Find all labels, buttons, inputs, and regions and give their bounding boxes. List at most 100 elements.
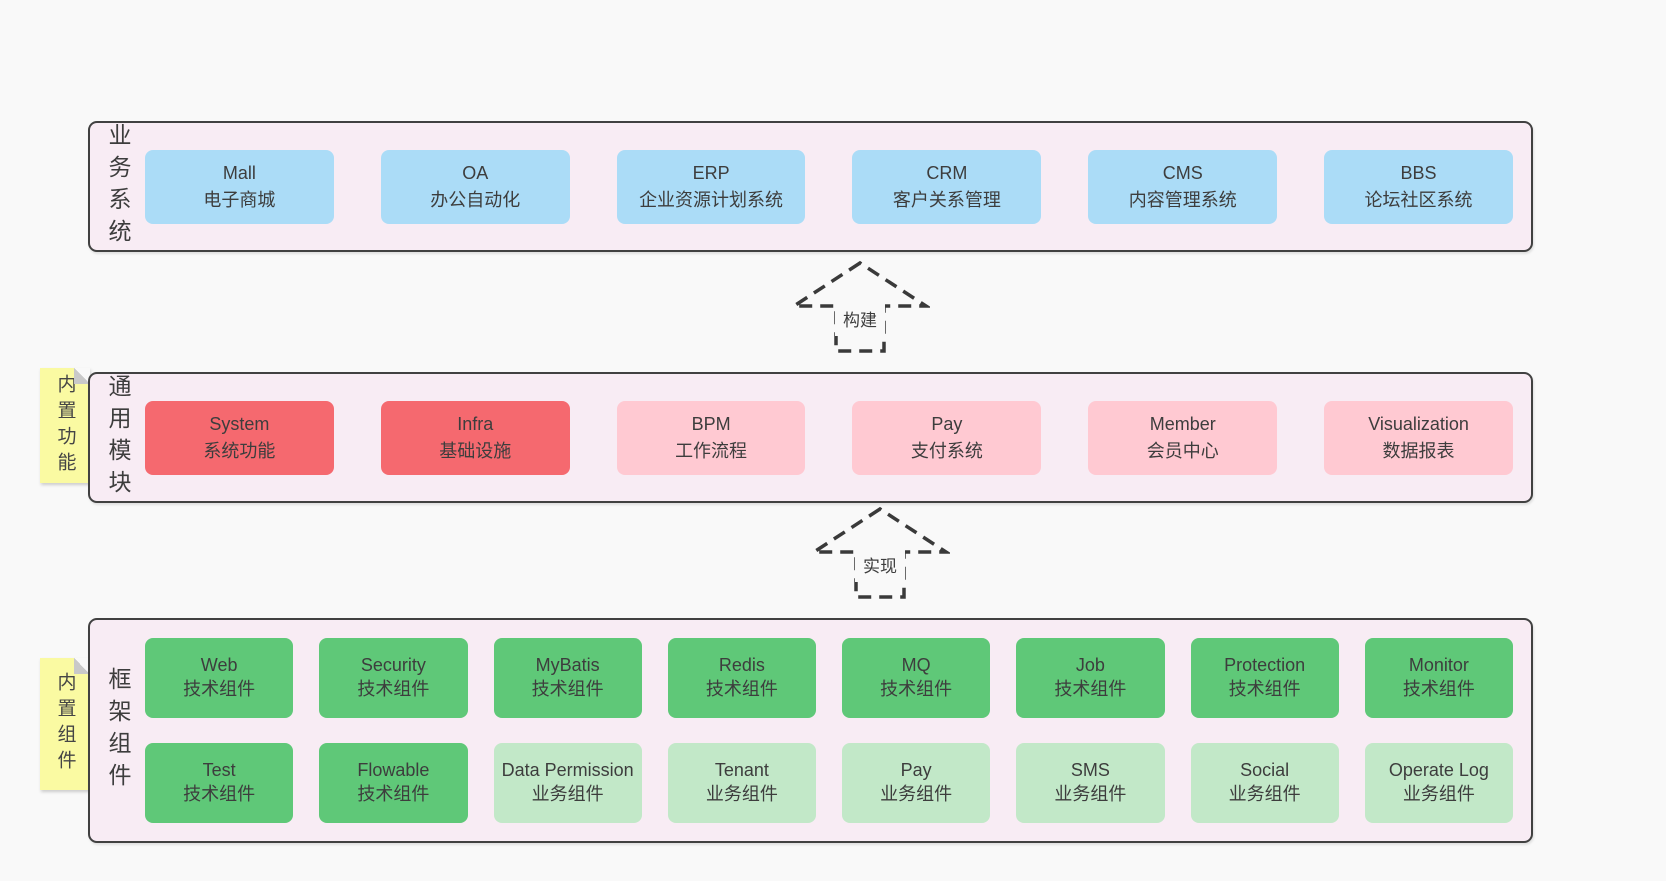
box-data-permission: Data Permission 业务组件 bbox=[493, 743, 642, 823]
box-subtitle: 办公自动化 bbox=[430, 189, 521, 210]
box-mq: MQ 技术组件 bbox=[842, 638, 991, 718]
sticky-builtin-components: 内置组件 bbox=[40, 658, 90, 790]
box-title: Test bbox=[202, 760, 236, 781]
side-label-framework-components: 框架组件 bbox=[105, 666, 131, 795]
box-pay-business: Pay 业务组件 bbox=[842, 743, 991, 823]
box-redis: Redis 技术组件 bbox=[667, 638, 816, 718]
box-subtitle: 业务组件 bbox=[1054, 784, 1127, 804]
up-arrow-icon: 构建 bbox=[788, 260, 932, 353]
sticky-builtin-components-label: 内置组件 bbox=[54, 672, 76, 776]
box-subtitle: 客户关系管理 bbox=[892, 189, 1001, 210]
box-title: BPM bbox=[691, 414, 731, 435]
side-label-business-systems: 业务系统 bbox=[105, 122, 131, 251]
box-subtitle: 业务组件 bbox=[1228, 784, 1301, 804]
box-title: Member bbox=[1149, 414, 1216, 435]
box-title: CRM bbox=[926, 163, 968, 184]
box-subtitle: 内容管理系统 bbox=[1128, 189, 1237, 210]
box-oa: OA 办公自动化 bbox=[380, 149, 570, 224]
panel-business-systems: 业务系统 Mall 电子商城 OA 办公自动化 ERP 企业资源计划系统 CRM… bbox=[88, 121, 1533, 252]
box-subtitle: 业务组件 bbox=[880, 784, 953, 804]
box-subtitle: 技术组件 bbox=[357, 679, 430, 699]
box-subtitle: 工作流程 bbox=[675, 440, 748, 461]
box-title: Tenant bbox=[714, 760, 769, 781]
box-flowable: Flowable 技术组件 bbox=[319, 743, 468, 823]
arrow-implement: 实现 bbox=[808, 506, 952, 605]
box-subtitle: 系统功能 bbox=[203, 440, 276, 461]
business-row: Mall 电子商城 OA 办公自动化 ERP 企业资源计划系统 CRM 客户关系… bbox=[145, 149, 1513, 224]
box-cms: CMS 内容管理系统 bbox=[1088, 149, 1278, 224]
box-title: Security bbox=[360, 655, 426, 676]
box-crm: CRM 客户关系管理 bbox=[852, 149, 1042, 224]
folded-corner-icon bbox=[74, 368, 90, 384]
box-title: Pay bbox=[931, 414, 963, 435]
box-subtitle: 基础设施 bbox=[439, 440, 512, 461]
arrow-build-label: 构建 bbox=[843, 311, 877, 330]
arrow-implement-label: 实现 bbox=[863, 557, 897, 576]
modules-row: System 系统功能 Infra 基础设施 BPM 工作流程 Pay 支付系统… bbox=[145, 400, 1513, 475]
box-subtitle: 业务组件 bbox=[531, 784, 604, 804]
box-protection: Protection 技术组件 bbox=[1190, 638, 1339, 718]
sticky-builtin-features: 内置功能 bbox=[40, 368, 90, 483]
box-system: System 系统功能 bbox=[145, 400, 334, 475]
box-job: Job 技术组件 bbox=[1016, 638, 1165, 718]
box-sms: SMS 业务组件 bbox=[1016, 743, 1165, 823]
box-erp: ERP 企业资源计划系统 bbox=[616, 149, 806, 224]
box-title: BBS bbox=[1400, 163, 1437, 184]
box-monitor: Monitor 技术组件 bbox=[1364, 638, 1513, 718]
box-title: Job bbox=[1075, 655, 1105, 676]
box-title: Protection bbox=[1224, 655, 1306, 676]
box-title: OA bbox=[462, 163, 489, 184]
box-subtitle: 技术组件 bbox=[1054, 679, 1127, 699]
box-mall: Mall 电子商城 bbox=[145, 149, 334, 224]
box-title: System bbox=[209, 414, 270, 435]
box-title: Pay bbox=[900, 760, 932, 781]
box-subtitle: 业务组件 bbox=[705, 784, 778, 804]
box-operate-log: Operate Log 业务组件 bbox=[1364, 743, 1513, 823]
arrow-build: 构建 bbox=[788, 260, 932, 359]
box-test: Test 技术组件 bbox=[145, 743, 294, 823]
box-title: Mall bbox=[222, 163, 256, 184]
box-title: SMS bbox=[1070, 760, 1110, 781]
box-title: MyBatis bbox=[535, 655, 600, 676]
box-subtitle: 技术组件 bbox=[880, 679, 953, 699]
box-bpm: BPM 工作流程 bbox=[616, 400, 806, 475]
box-title: Visualization bbox=[1368, 414, 1469, 435]
business-rows: Mall 电子商城 OA 办公自动化 ERP 企业资源计划系统 CRM 客户关系… bbox=[129, 149, 1531, 224]
box-title: Infra bbox=[457, 414, 494, 435]
box-title: Monitor bbox=[1408, 655, 1469, 676]
box-subtitle: 论坛社区系统 bbox=[1364, 189, 1473, 210]
box-title: ERP bbox=[692, 163, 730, 184]
box-security: Security 技术组件 bbox=[319, 638, 468, 718]
box-infra: Infra 基础设施 bbox=[380, 400, 570, 475]
box-visualization: Visualization 数据报表 bbox=[1324, 400, 1513, 475]
panel-common-modules: 通用模块 System 系统功能 Infra 基础设施 BPM 工作流程 Pay… bbox=[88, 372, 1533, 503]
box-subtitle: 企业资源计划系统 bbox=[639, 189, 784, 210]
box-subtitle: 技术组件 bbox=[357, 784, 430, 804]
box-title: MQ bbox=[901, 655, 931, 676]
box-subtitle: 技术组件 bbox=[531, 679, 604, 699]
box-tenant: Tenant 业务组件 bbox=[667, 743, 816, 823]
components-row-2: Test 技术组件 Flowable 技术组件 Data Permission … bbox=[145, 743, 1513, 823]
box-subtitle: 技术组件 bbox=[1402, 679, 1475, 699]
sticky-builtin-features-label: 内置功能 bbox=[54, 373, 76, 478]
arrow-label-backdrop bbox=[835, 304, 885, 336]
up-arrow-icon: 实现 bbox=[808, 506, 952, 599]
box-title: CMS bbox=[1162, 163, 1203, 184]
arrow-label-backdrop bbox=[855, 550, 905, 582]
box-social: Social 业务组件 bbox=[1190, 743, 1339, 823]
box-subtitle: 业务组件 bbox=[1402, 784, 1475, 804]
box-web: Web 技术组件 bbox=[145, 638, 294, 718]
box-subtitle: 数据报表 bbox=[1382, 440, 1455, 461]
components-rows: Web 技术组件 Security 技术组件 MyBatis 技术组件 Redi… bbox=[129, 638, 1531, 823]
panel-framework-components: 框架组件 Web 技术组件 Security 技术组件 MyBatis 技术组件… bbox=[88, 618, 1533, 843]
box-title: Redis bbox=[718, 655, 765, 676]
box-title: Web bbox=[200, 655, 238, 676]
box-subtitle: 电子商城 bbox=[203, 189, 276, 210]
box-subtitle: 会员中心 bbox=[1146, 440, 1219, 461]
box-subtitle: 技术组件 bbox=[183, 784, 256, 804]
box-title: Operate Log bbox=[1388, 760, 1489, 781]
box-subtitle: 支付系统 bbox=[910, 440, 983, 461]
box-subtitle: 技术组件 bbox=[1228, 679, 1301, 699]
folded-corner-icon bbox=[74, 658, 90, 674]
